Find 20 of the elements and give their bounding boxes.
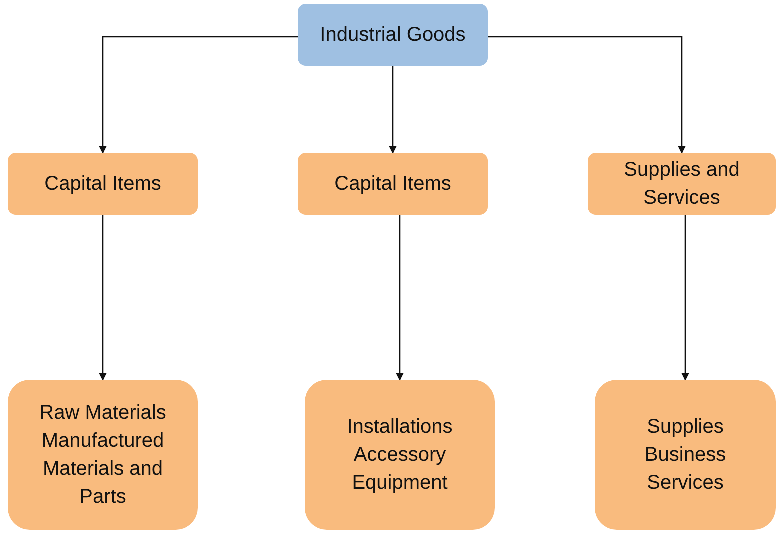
box-label: Capital Items [334,172,452,197]
group-box [588,153,776,215]
group-box [8,153,198,215]
connector-arrow [396,215,404,381]
connector-arrow [99,215,107,381]
group-box [298,153,488,215]
box-label: Supplies and Services [623,158,741,211]
box-label: Raw Materials Manufactured Materials and Parts [38,401,168,510]
category-box [298,4,488,66]
connector-arrow [389,66,397,154]
subcategory-box [305,380,495,530]
box-label: Supplies Business Services [644,415,728,496]
subcategory-box [595,380,776,530]
connector-arrow [682,215,690,381]
connector-arrow [99,36,298,154]
connector-arrow [488,36,686,154]
subcategory-box [8,380,198,530]
box-label: Installations Accessory Equipment [346,415,454,496]
box-label: Industrial Goods [320,23,466,48]
box-label: Capital Items [44,172,162,197]
